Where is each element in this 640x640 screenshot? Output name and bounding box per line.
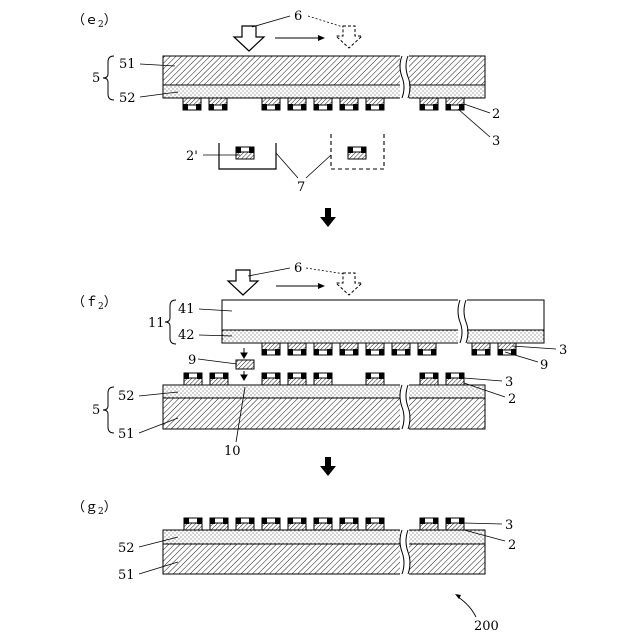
leader-3-f2-bottom bbox=[464, 378, 502, 381]
substrate-51-f2 bbox=[163, 398, 485, 429]
label-51-g2: 51 bbox=[118, 568, 135, 583]
label-3-f2-top: 3 bbox=[559, 343, 567, 358]
label-7: 7 bbox=[297, 180, 305, 195]
leader-200 bbox=[458, 597, 476, 617]
leader-3-e2 bbox=[458, 109, 490, 137]
move-arrow-head-icon bbox=[318, 35, 325, 41]
label-42: 42 bbox=[178, 328, 195, 343]
falling-chip-9 bbox=[236, 360, 254, 369]
leader-6 bbox=[252, 16, 290, 27]
leader-2-e2 bbox=[464, 104, 490, 113]
label-51-f2: 51 bbox=[118, 427, 135, 442]
leader-6-dotted bbox=[308, 16, 343, 27]
label-52-g2: 52 bbox=[118, 541, 135, 556]
label-9-f2-left: 9 bbox=[188, 353, 196, 368]
chip-row-f2-top bbox=[262, 343, 516, 355]
press-arrow-icon bbox=[234, 26, 264, 51]
dashed-press-arrow-icon bbox=[336, 26, 362, 48]
label-3-g2: 3 bbox=[505, 518, 513, 533]
carrier-41 bbox=[222, 300, 544, 330]
layer-52 bbox=[163, 85, 485, 98]
leader-6-f2 bbox=[248, 268, 290, 276]
brace-11 bbox=[165, 300, 176, 344]
leader-3-f2-top bbox=[512, 346, 556, 349]
label-10: 10 bbox=[224, 444, 241, 459]
leader-7-a bbox=[276, 153, 298, 178]
panel-g2-tag: （ｇ2） bbox=[72, 500, 117, 517]
brace-5-f2 bbox=[103, 387, 114, 433]
leader-9-f2-left bbox=[198, 359, 237, 364]
label-52-f2: 52 bbox=[118, 389, 135, 404]
press-arrow-icon-f2 bbox=[228, 270, 258, 295]
adhesive-42 bbox=[222, 330, 544, 343]
step-arrow-icon-2 bbox=[320, 457, 336, 476]
label-6: 6 bbox=[294, 9, 302, 24]
label-52-e2: 52 bbox=[119, 91, 136, 106]
brace-5 bbox=[103, 56, 114, 100]
substrate-51-g2 bbox=[163, 544, 485, 574]
leader-6-f2-dotted bbox=[306, 268, 345, 274]
leader-3-g2 bbox=[464, 523, 502, 524]
drop-arrow-icon-1 bbox=[241, 348, 247, 358]
label-6-f2: 6 bbox=[294, 261, 302, 276]
panel-f2-tag: （ｆ2） bbox=[72, 295, 117, 312]
label-3-f2-bottom: 3 bbox=[505, 375, 513, 390]
layer-52-g2 bbox=[163, 530, 485, 544]
chip-row-e2 bbox=[183, 98, 464, 110]
label-2-g2: 2 bbox=[508, 538, 516, 553]
leader-9-f2-right bbox=[505, 352, 538, 362]
label-2-e2: 2 bbox=[492, 107, 500, 122]
dashed-press-arrow-icon-f2 bbox=[336, 273, 362, 295]
label-3-e2: 3 bbox=[492, 134, 500, 149]
move-arrow-head-icon-f2 bbox=[318, 283, 325, 289]
panel-f2: 6 （ｆ2） 11 41 42 3 9 bbox=[72, 261, 567, 459]
panel-g2: （ｇ2） 52 51 3 2 200 bbox=[72, 500, 516, 634]
label-11: 11 bbox=[148, 316, 165, 331]
chip-row-f2-bottom bbox=[184, 373, 464, 385]
step-arrow-icon-1 bbox=[320, 208, 336, 227]
label-200: 200 bbox=[474, 619, 499, 634]
label-51-e2: 51 bbox=[119, 57, 136, 72]
panel-e2-tag: （ｅ2） bbox=[72, 13, 117, 30]
panel-e2: （ｅ2） 6 5 bbox=[72, 9, 500, 195]
substrate-51 bbox=[163, 56, 485, 85]
label-5: 5 bbox=[92, 71, 100, 86]
label-2-f2: 2 bbox=[508, 392, 516, 407]
layer-52-f2 bbox=[163, 385, 485, 398]
label-41: 41 bbox=[178, 302, 195, 317]
leader-7-b bbox=[306, 155, 331, 178]
label-9-f2-right: 9 bbox=[540, 358, 548, 373]
label-2prime: 2' bbox=[186, 149, 198, 164]
chip-row-g2 bbox=[184, 518, 464, 530]
drop-arrow-icon-2 bbox=[241, 371, 247, 380]
label-5-f2: 5 bbox=[92, 403, 100, 418]
